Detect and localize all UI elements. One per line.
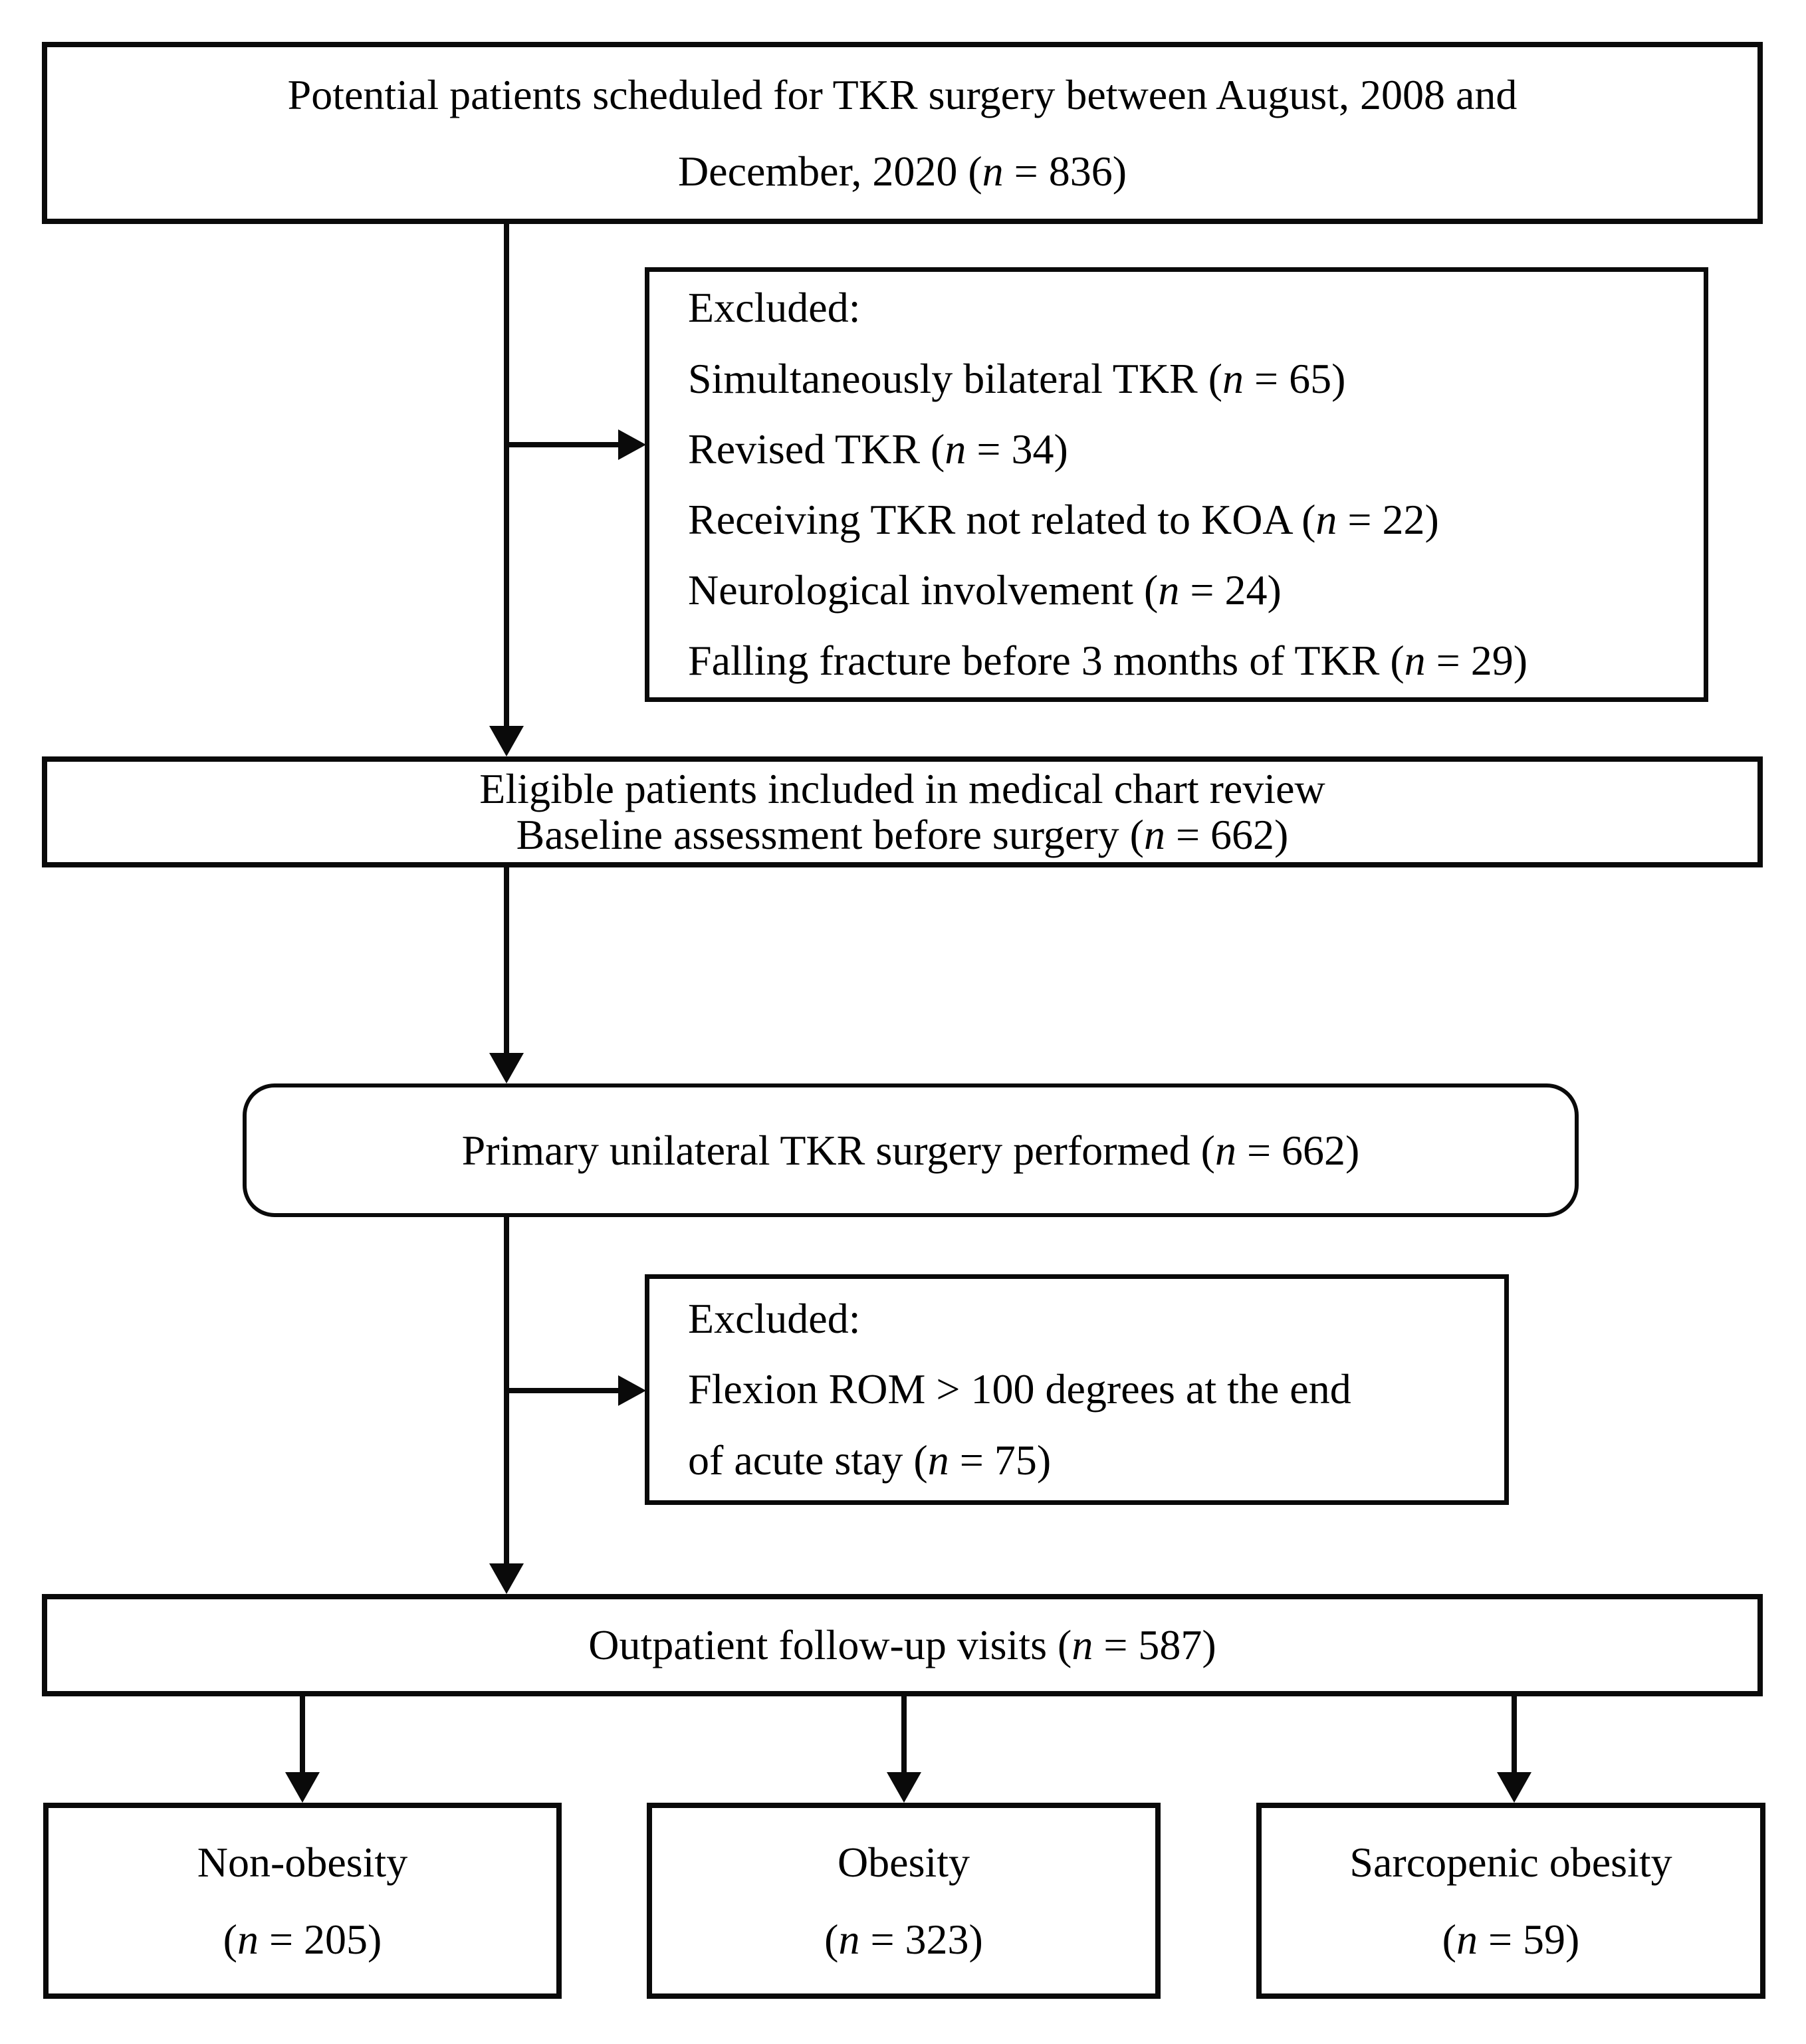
surgery-line: Primary unilateral TKR surgery performed… — [461, 1126, 1360, 1174]
box-obesity-group: Obesity (n = 323) — [647, 1803, 1161, 1999]
connector-outpatient-to-sarcopenic-line — [1512, 1696, 1517, 1773]
non-obesity-count: (n = 205) — [223, 1915, 382, 1963]
box-sarcopenic-obesity-group: Sarcopenic obesity (n = 59) — [1256, 1803, 1765, 1999]
box-eligible-patients: Eligible patients included in medical ch… — [42, 756, 1763, 867]
outpatient-line: Outpatient follow-up visits (n = 587) — [588, 1621, 1216, 1669]
excluded-item-falling-fracture: Falling fracture before 3 months of TKR … — [688, 637, 1528, 685]
arrowhead-into-excluded-initial-icon — [618, 429, 646, 460]
excluded-item-neurological: Neurological involvement (n = 24) — [688, 566, 1282, 614]
arrowhead-into-obesity-icon — [887, 1772, 921, 1803]
arrowhead-into-excluded-rom-icon — [618, 1375, 646, 1406]
box-non-obesity-group: Non-obesity (n = 205) — [43, 1803, 562, 1999]
sarcopenic-obesity-count: (n = 59) — [1442, 1915, 1580, 1963]
connector-eligible-to-surgery-line — [504, 867, 509, 1054]
eligible-line-1: Eligible patients included in medical ch… — [479, 765, 1325, 813]
arrowhead-into-outpatient-icon — [489, 1563, 524, 1594]
connector-outpatient-to-obesity-line — [901, 1696, 907, 1773]
excluded-initial-title: Excluded: — [688, 284, 861, 332]
arrowhead-into-surgery-icon — [489, 1053, 524, 1083]
box-potential-patients: Potential patients scheduled for TKR sur… — [42, 42, 1763, 224]
arrowhead-into-sarcopenic-icon — [1497, 1772, 1531, 1803]
obesity-count: (n = 323) — [824, 1915, 983, 1963]
connector-outpatient-to-non-obesity-line — [300, 1696, 305, 1773]
box-outpatient-followup: Outpatient follow-up visits (n = 587) — [42, 1594, 1763, 1696]
excluded-rom-title: Excluded: — [688, 1295, 861, 1343]
non-obesity-label: Non-obesity — [197, 1839, 408, 1886]
arrowhead-into-eligible-icon — [489, 726, 524, 756]
box-primary-tkr-surgery: Primary unilateral TKR surgery performed… — [243, 1083, 1579, 1217]
potential-patients-line-1: Potential patients scheduled for TKR sur… — [287, 70, 1518, 118]
box-excluded-initial: Excluded: Simultaneously bilateral TKR (… — [645, 267, 1708, 702]
excluded-rom-line-1: Flexion ROM > 100 degrees at the end — [688, 1365, 1351, 1413]
excluded-rom-line-2: of acute stay (n = 75) — [688, 1436, 1052, 1484]
potential-patients-line-2: December, 2020 (n = 836) — [677, 148, 1127, 195]
connector-branch-to-excluded-initial-line — [507, 442, 618, 447]
connector-branch-to-excluded-rom-line — [507, 1388, 618, 1393]
excluded-item-revised-tkr: Revised TKR (n = 34) — [688, 425, 1068, 473]
excluded-item-not-koa: Receiving TKR not related to KOA (n = 22… — [688, 496, 1439, 543]
eligible-line-2: Baseline assessment before surgery (n = … — [516, 810, 1289, 858]
box-excluded-rom: Excluded: Flexion ROM > 100 degrees at t… — [645, 1274, 1509, 1505]
obesity-label: Obesity — [837, 1839, 970, 1886]
arrowhead-into-non-obesity-icon — [285, 1772, 320, 1803]
connector-potential-to-eligible-line — [504, 224, 509, 727]
excluded-item-bilateral-tkr: Simultaneously bilateral TKR (n = 65) — [688, 354, 1346, 402]
sarcopenic-obesity-label: Sarcopenic obesity — [1349, 1839, 1672, 1886]
